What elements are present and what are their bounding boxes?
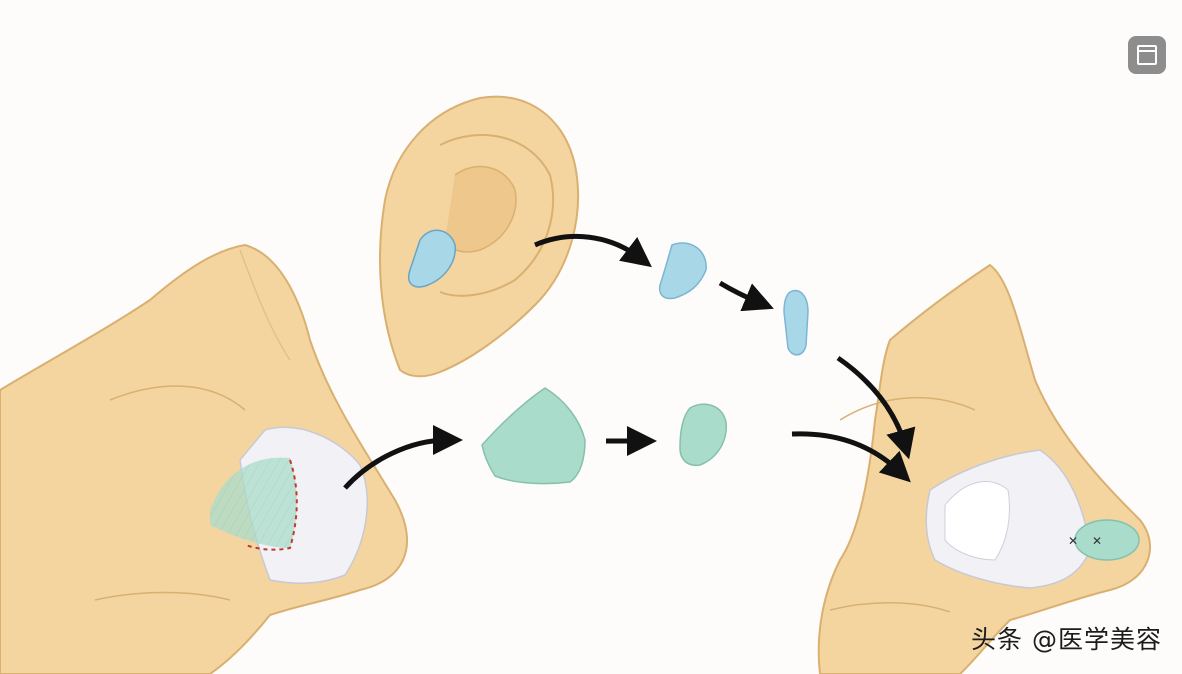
arrow-ear-to-piece: [534, 233, 652, 268]
ear: [379, 95, 579, 378]
left-nose-profile: [0, 243, 409, 674]
arrow-piece-to-shaped: [718, 280, 774, 312]
right-nose-profile: ✕ ✕: [817, 263, 1151, 674]
ear-cartilage-shaped: [783, 290, 809, 356]
right-nose-graft: ✕ ✕: [925, 449, 1140, 589]
ear-cartilage-piece: [658, 242, 707, 300]
arrow-shaped-to-right-nose: [791, 431, 911, 483]
arrow-shaped-to-nose: [836, 355, 916, 460]
septal-cartilage-piece: [481, 387, 586, 485]
left-nose-graft: [210, 426, 368, 585]
watermark-text: 头条 @医学美容: [971, 625, 1162, 654]
svg-text:✕: ✕: [1068, 534, 1078, 548]
window-restore-icon: [1137, 45, 1157, 65]
septal-cartilage-shaped: [679, 403, 727, 467]
window-restore-button[interactable]: [1128, 36, 1166, 74]
arrow-nose-to-septal: [343, 425, 463, 490]
svg-text:✕: ✕: [1092, 534, 1102, 548]
process-arrows: [343, 233, 916, 490]
